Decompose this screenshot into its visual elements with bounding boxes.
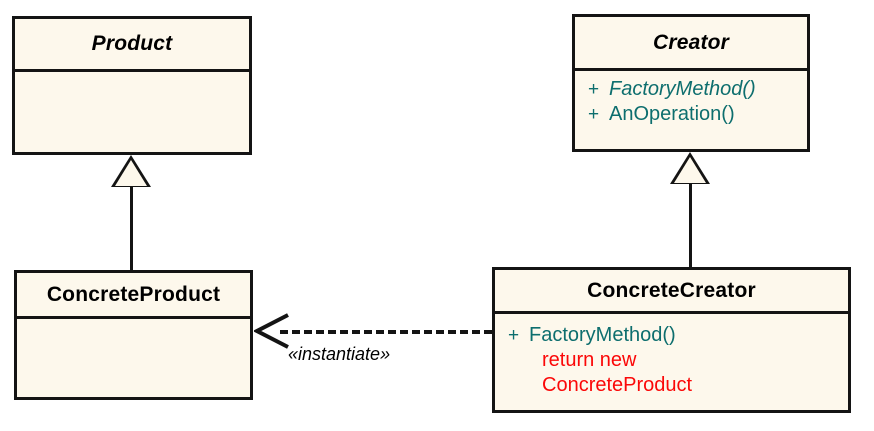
class-name-concrete-product: ConcreteProduct [46,282,221,306]
triangle-fill [115,160,147,186]
class-box-concrete-creator[interactable]: ConcreteCreator + FactoryMethod() return… [492,267,851,413]
dependency-label-instantiate: «instantiate» [288,344,391,364]
member-name-factorymethod: FactoryMethod() [529,324,676,346]
member-name-factorymethod: FactoryMethod() [609,78,756,100]
member-visibility: + [588,79,600,100]
triangle-fill [674,157,706,183]
class-members-compartment-concrete-product [17,319,250,397]
class-box-product[interactable]: Product [12,16,252,155]
class-box-creator[interactable]: Creator + FactoryMethod() + AnOperation(… [572,14,810,152]
class-members-compartment-concrete-creator: + FactoryMethod() return new ConcretePro… [495,314,848,410]
class-box-concrete-product[interactable]: ConcreteProduct [14,270,253,400]
class-name-creator: Creator [652,30,730,54]
class-members-compartment-product [15,72,249,152]
class-name-compartment-concrete-product: ConcreteProduct [17,273,250,319]
member-note-return-new: return new [542,349,637,371]
class-members-compartment-creator: + FactoryMethod() + AnOperation() [575,71,807,149]
class-name-product: Product [91,32,173,55]
member-note-concrete-product: ConcreteProduct [542,374,693,396]
class-name-compartment-product: Product [15,19,249,72]
class-member-row[interactable]: + FactoryMethod() [495,323,848,348]
member-name-anoperation: AnOperation() [609,103,735,125]
class-name-compartment-creator: Creator [575,17,807,71]
generalization-line-creator [689,184,692,269]
class-member-row[interactable]: + FactoryMethod() [575,77,807,102]
generalization-line-product [130,187,133,271]
class-name-compartment-concrete-creator: ConcreteCreator [495,270,848,314]
member-visibility: + [588,104,600,125]
dependency-line-instantiate [280,330,492,334]
class-name-concrete-creator: ConcreteCreator [587,278,756,302]
member-visibility: + [508,325,520,346]
dependency-arrowhead-icon [252,312,290,350]
class-member-row[interactable]: + AnOperation() [575,102,807,127]
